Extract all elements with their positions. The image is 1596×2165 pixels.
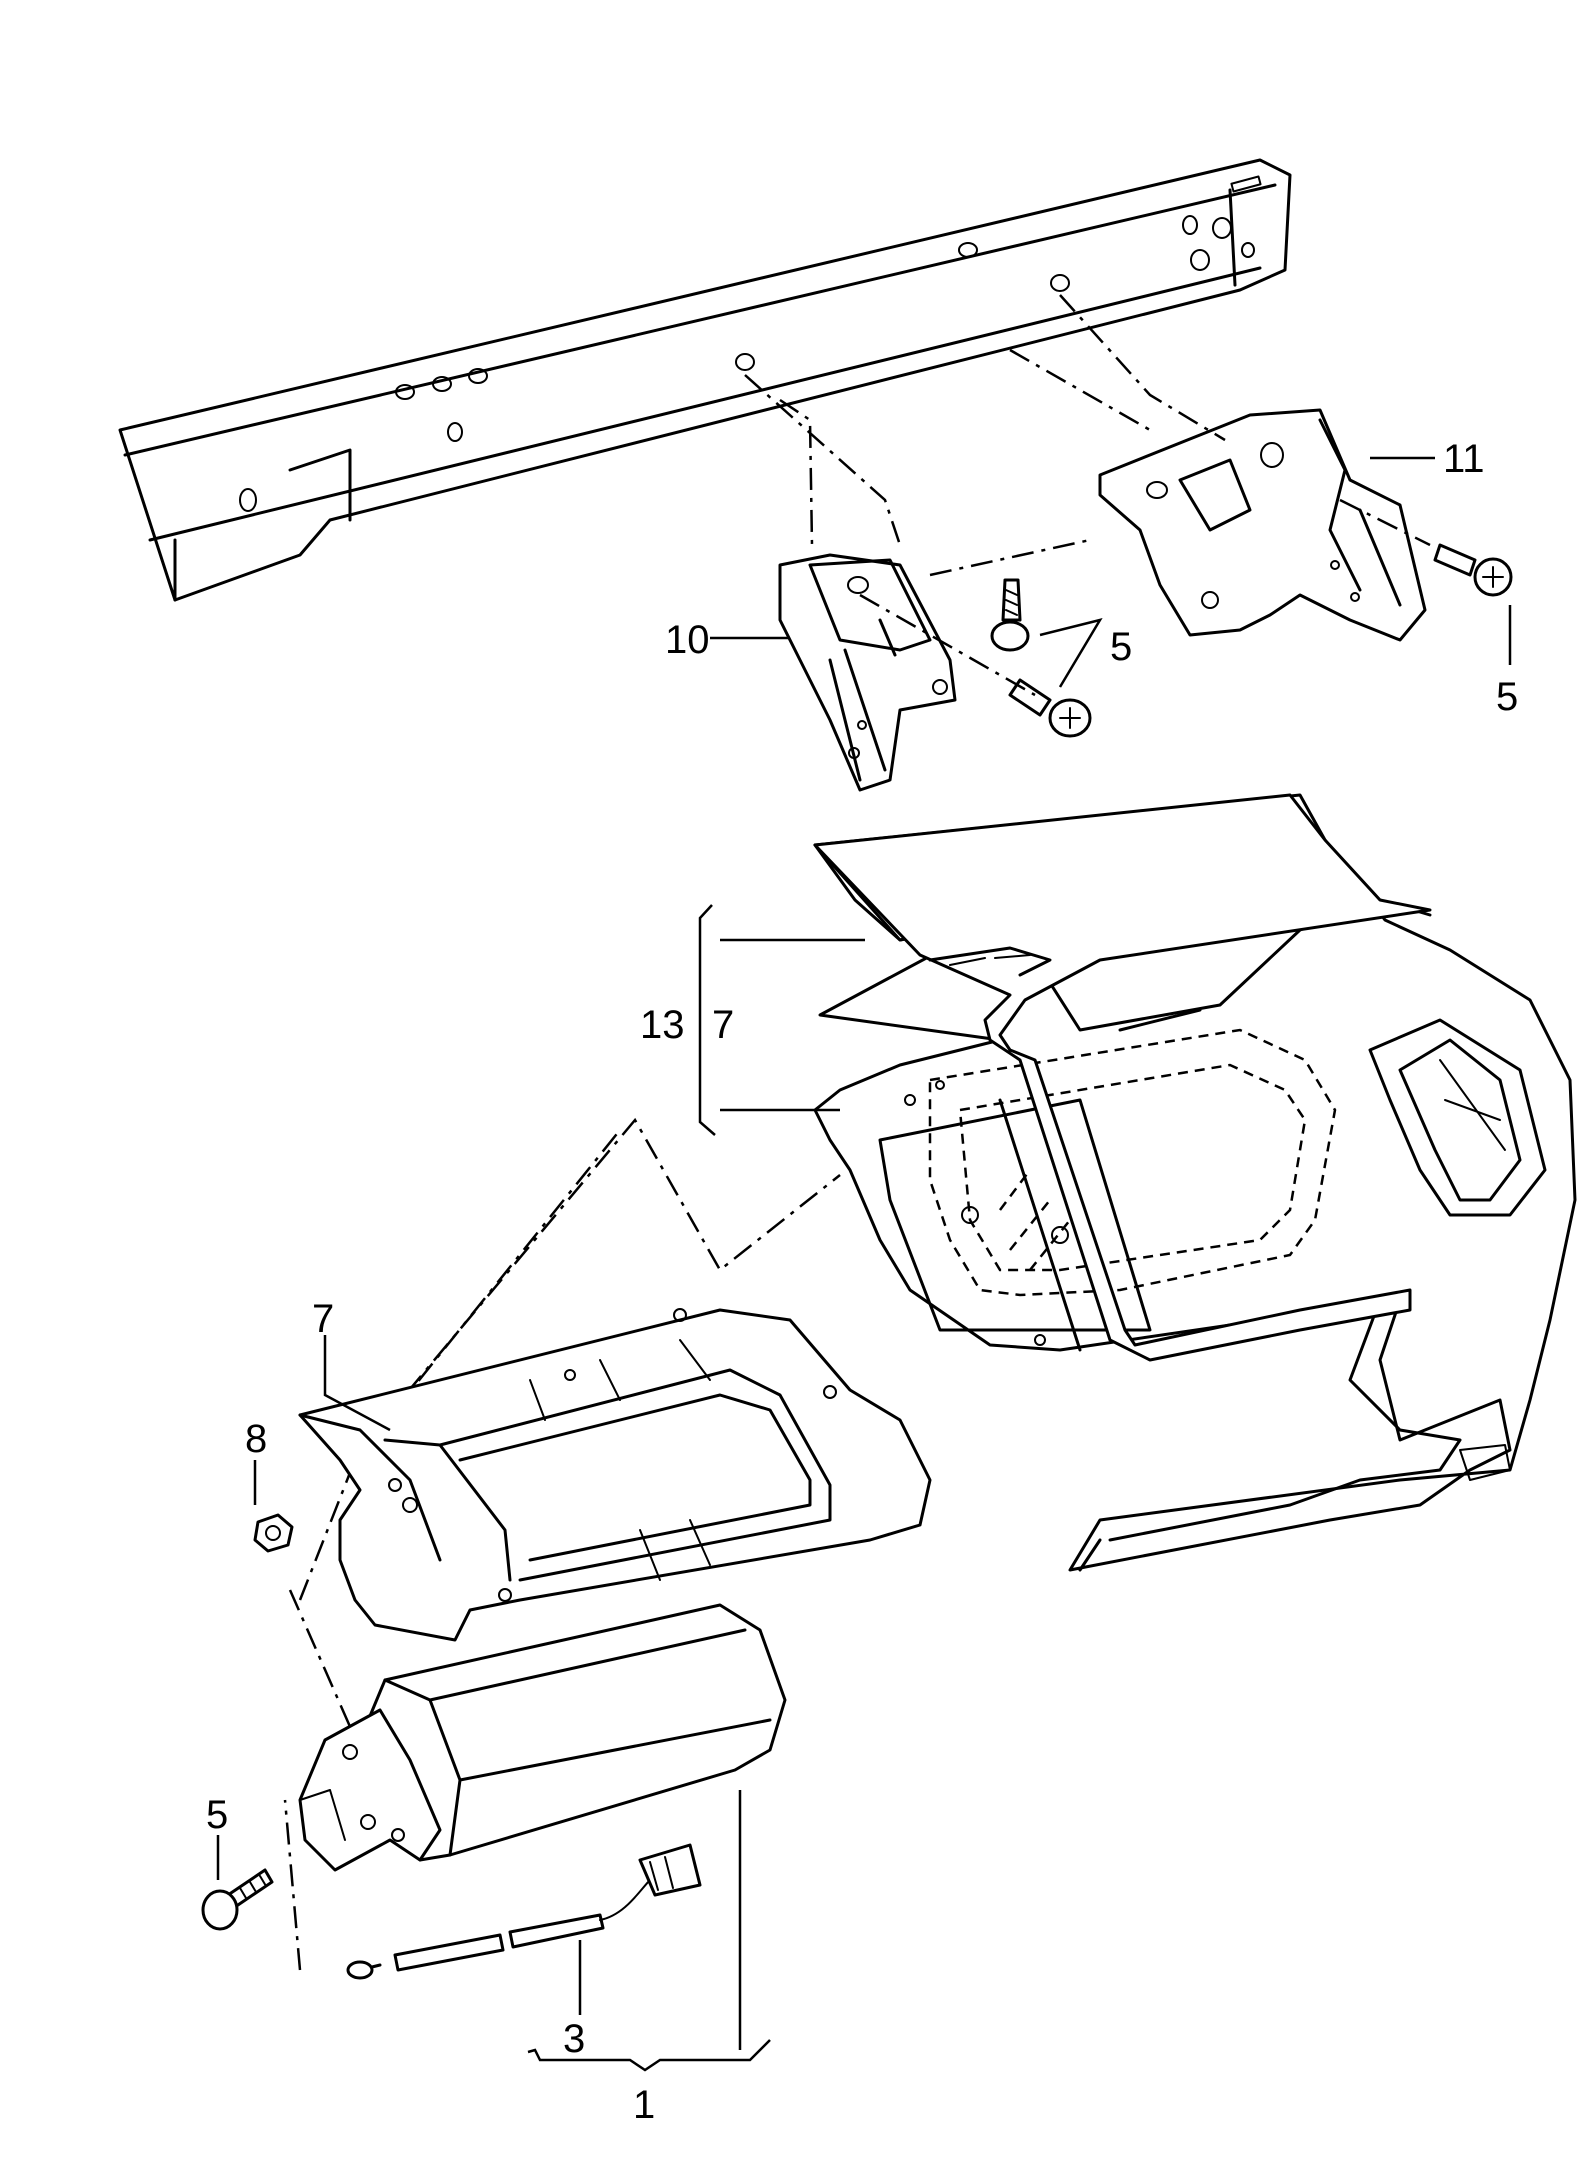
nut xyxy=(253,1513,294,1553)
callout-5-screw: 5 xyxy=(206,1793,228,1837)
airbag-frame xyxy=(298,1308,932,1642)
leader-lines xyxy=(216,456,1512,2072)
bolt-bracket-right xyxy=(1433,543,1513,597)
callout-5-bracket-right: 5 xyxy=(1496,675,1518,719)
dashboard-cover-flap xyxy=(813,793,1432,1362)
callout-7-dashboard: 7 xyxy=(712,1003,734,1047)
callout-8: 8 xyxy=(245,1417,267,1461)
callout-13: 13 xyxy=(640,1003,685,1047)
bracket-right xyxy=(1098,408,1427,642)
screw-lower-left xyxy=(201,1868,274,1931)
callout-11: 11 xyxy=(1443,437,1485,481)
callout-10: 10 xyxy=(665,618,710,662)
cross-member-beam xyxy=(118,158,1292,602)
passenger-airbag-unit xyxy=(298,1603,787,1872)
callout-1: 1 xyxy=(633,2083,655,2127)
callout-labels: 11 10 5 5 13 7 7 8 5 3 1 xyxy=(206,437,1518,2127)
bolt-bracket-left xyxy=(1008,678,1092,738)
callout-3: 3 xyxy=(563,2017,585,2061)
airbag-hidden-outline xyxy=(928,1028,1337,1297)
wiring-harness xyxy=(346,1843,702,1980)
bracket-left xyxy=(778,553,957,792)
callout-5-bracket-left: 5 xyxy=(1110,625,1132,669)
bolt-top-center xyxy=(990,578,1030,652)
callout-7-frame: 7 xyxy=(312,1297,334,1341)
